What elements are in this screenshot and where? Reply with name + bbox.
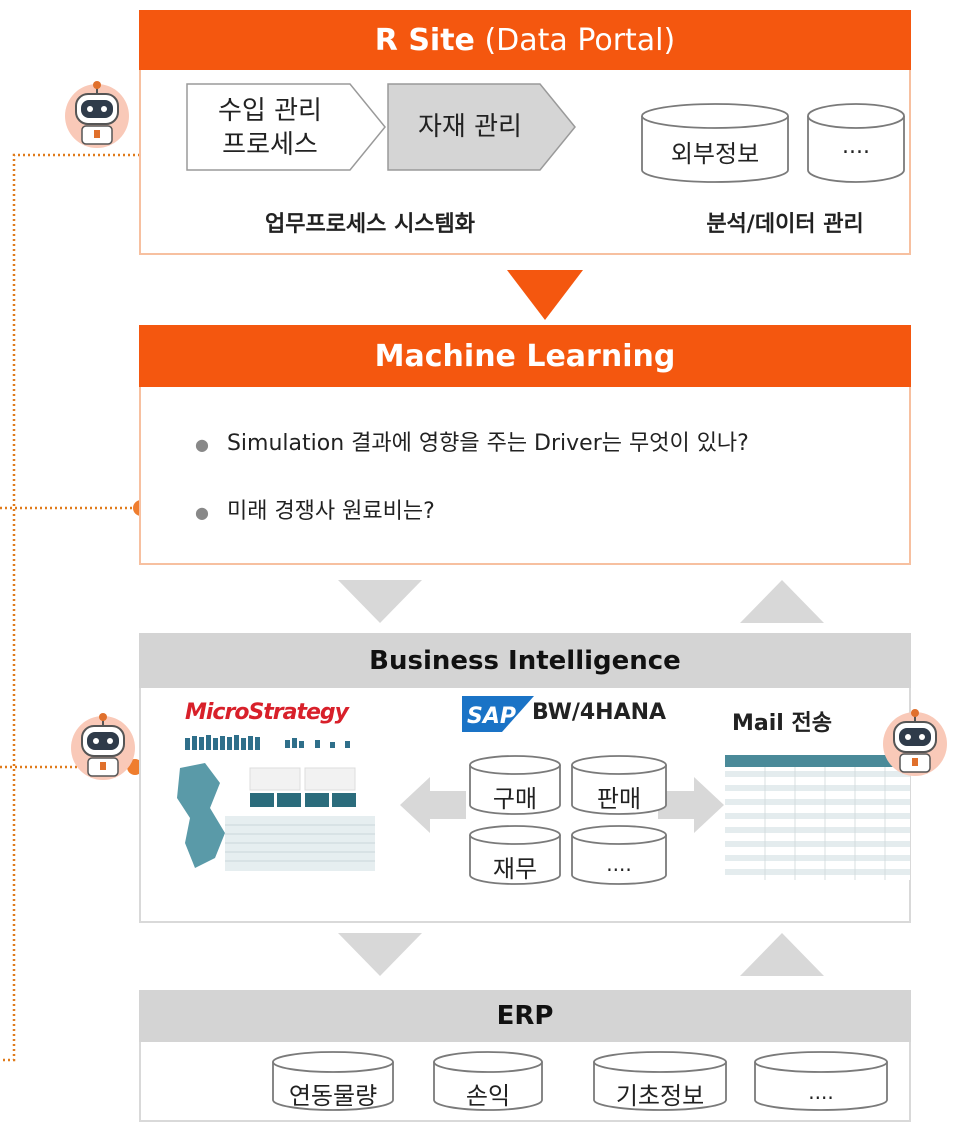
step-import-label: 수입 관리 프로세스 [195, 94, 345, 162]
process-chevrons [186, 83, 576, 171]
bullet-dot-icon: ● [195, 502, 209, 522]
bullet-dot-icon: ● [195, 434, 209, 454]
sap-logo: SAP [462, 696, 534, 732]
step-import-line2: 프로세스 [222, 130, 318, 160]
ml-bullet-text-1: Simulation 결과에 영향을 주는 Driver는 무엇이 있나? [226, 431, 749, 456]
sap-logo-text: SAP [467, 704, 516, 729]
down-arrow-orange-icon [507, 270, 583, 320]
up-arrow-gray-icon [740, 580, 824, 623]
ml-header: Machine Learning [139, 325, 911, 387]
arrows-ml-bi [338, 580, 824, 623]
step-material-label: 자재 관리 [418, 112, 522, 142]
erp-header: ERP [139, 990, 911, 1042]
db-bi-more-icon [571, 825, 667, 885]
caption-process: 업무프로세스 시스템화 [264, 212, 476, 237]
db-finance-label: 재무 [492, 855, 538, 883]
rsite-databases [641, 103, 905, 183]
step-import-line1: 수입 관리 [218, 96, 322, 126]
db-profit-loss-label: 손익 [465, 1082, 511, 1110]
bi-databases [469, 755, 667, 885]
db-sales-icon [571, 755, 667, 815]
mail-report-thumbnail [725, 755, 910, 880]
robot-avatar-mail [883, 709, 947, 776]
rsite-header: R Site (Data Portal) [139, 10, 911, 70]
db-master-data-label: 기초정보 [615, 1082, 705, 1110]
erp-databases [272, 1051, 888, 1111]
db-linked-volume-icon [272, 1051, 394, 1111]
sap-product-label: BW/4HANA [532, 700, 667, 725]
db-more-icon [807, 103, 905, 183]
step-chevron-material [387, 83, 576, 171]
erp-title: ERP [496, 1001, 554, 1031]
dashboard-thumbnail [165, 728, 380, 878]
arrows-bi-erp [338, 933, 824, 976]
db-erp-more-icon [754, 1051, 888, 1111]
up-arrow-gray-icon [740, 933, 824, 976]
ml-bullet-text-2: 미래 경쟁사 원료비는? [226, 499, 435, 524]
db-erp-more-label: .... [808, 1080, 834, 1104]
arrow-right-gray-icon [658, 777, 724, 833]
ml-bullet-2: ● 미래 경쟁사 원료비는? [195, 493, 435, 525]
db-bi-more-label: .... [606, 852, 632, 876]
db-master-data-icon [593, 1051, 727, 1111]
db-more-label: .... [842, 134, 870, 159]
db-profit-loss-icon [433, 1051, 543, 1111]
step-chevron-import [186, 83, 386, 171]
mail-label: Mail 전송 [732, 711, 832, 736]
connector-rsite [0, 153, 150, 1062]
arrow-left-gray-icon [400, 777, 466, 833]
bi-title: Business Intelligence [369, 645, 681, 676]
down-arrow-gray-icon [338, 933, 422, 976]
rsite-title-rest: (Data Portal) [474, 22, 676, 58]
rsite-title-bold: R Site [374, 22, 475, 58]
db-finance-icon [469, 825, 561, 885]
db-purchase-icon [469, 755, 561, 815]
db-sales-label: 판매 [596, 785, 642, 813]
bi-header: Business Intelligence [139, 633, 911, 688]
robot-avatar-rsite [65, 81, 129, 148]
down-arrow-gray-icon [338, 580, 422, 623]
robot-avatar-bi [71, 713, 135, 780]
db-external-label: 외부정보 [670, 140, 760, 168]
db-linked-volume-label: 연동물량 [288, 1082, 378, 1110]
ml-bullet-1: ● Simulation 결과에 영향을 주는 Driver는 무엇이 있나? [195, 425, 749, 457]
caption-analysis: 분석/데이터 관리 [706, 212, 864, 237]
microstrategy-logo: MicroStrategy [185, 700, 349, 725]
ml-title: Machine Learning [374, 338, 676, 374]
db-purchase-label: 구매 [492, 785, 538, 813]
db-external-icon [641, 103, 789, 183]
